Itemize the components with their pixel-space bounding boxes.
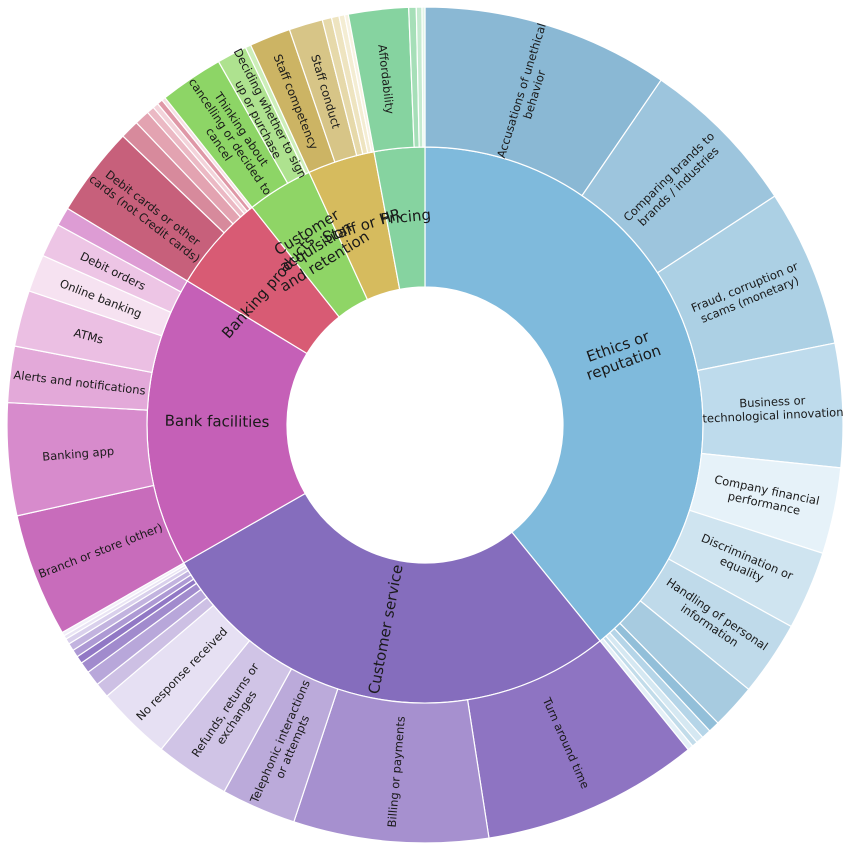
subcategory-label-business-or-technological-innovation: Business ortechnological innovation (701, 391, 843, 425)
subcategory-label-company-financial-performance: Company financialperformance (710, 472, 820, 521)
category-label-pricing: Pricing (380, 206, 432, 229)
subcategory-label-banking-app: Banking app (42, 444, 115, 464)
subsegment-unlabeled[interactable] (421, 6, 426, 148)
category-label-bank-facilities: Bank facilities (165, 412, 270, 431)
sunburst-arcs (6, 6, 844, 844)
